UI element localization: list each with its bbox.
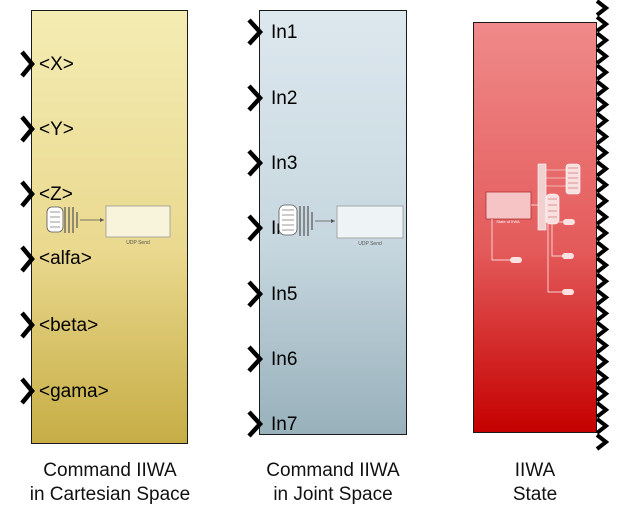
joint-inner-subsystem: UDP Send (278, 204, 404, 247)
input-port-chevron (20, 311, 35, 339)
output-port-chevron (595, 63, 610, 81)
input-port-chevron (20, 180, 35, 208)
output-port-chevron (595, 47, 610, 65)
port-label-gama: <gama> (39, 381, 109, 402)
port-label-in7: In7 (271, 414, 298, 435)
output-port-chevron (595, 95, 610, 114)
joint-input-ports (247, 18, 264, 438)
output-port-chevron (595, 224, 610, 242)
joint-block-caption: Command IIWA in Joint Space (243, 459, 423, 507)
udp-send-label: UDP Send (358, 241, 382, 247)
output-port-chevron (595, 417, 610, 435)
udp-send-block (105, 205, 171, 238)
port-label-y: <Y> (39, 119, 74, 140)
iiwa-state-block[interactable] (473, 22, 597, 433)
input-port-chevron (20, 115, 35, 143)
output-port-chevron (595, 320, 610, 339)
output-port-chevron (595, 15, 610, 33)
output-port-chevron (595, 304, 610, 322)
output-port-chevron (595, 433, 610, 451)
cartesian-block-caption: Command IIWA in Cartesian Space (10, 459, 210, 507)
port-label-in3: In3 (271, 153, 298, 174)
output-port-chevron (595, 288, 610, 306)
output-port-chevron (595, 385, 610, 403)
state-inner-subsystem: State of IIWA (485, 163, 581, 295)
output-port-chevron (595, 353, 610, 371)
port-label-z: <Z> (39, 184, 73, 205)
output-port-chevron (595, 208, 610, 226)
input-port-chevron (247, 280, 264, 308)
output-port-chevron (595, 401, 610, 419)
cartesian-inner-subsystem: UDP Send (46, 205, 171, 246)
state-receive-label: State of IIWA (496, 219, 520, 224)
input-port-chevron (20, 50, 35, 78)
output-port-chevron (595, 144, 610, 162)
udp-send-label: UDP Send (126, 240, 150, 246)
input-port-chevron (20, 377, 35, 405)
demux-glyph (537, 163, 547, 231)
cartesian-input-ports (20, 50, 35, 405)
input-port-chevron (247, 410, 264, 438)
caption-line: in Joint Space (273, 484, 393, 505)
caption-line: Command IIWA (43, 460, 177, 481)
output-port-chevron (595, 128, 610, 146)
output-port-chevron (595, 176, 610, 194)
state-output-ports (595, 0, 610, 451)
output-port-chevron (595, 79, 610, 97)
input-port-chevron (247, 18, 264, 46)
output-port-chevron (595, 240, 610, 258)
input-port-chevron (247, 345, 264, 373)
port-label-x: <X> (39, 54, 74, 75)
mux-glyph (46, 206, 64, 233)
output-port-chevron (595, 192, 610, 210)
port-label-in6: In6 (271, 349, 298, 370)
port-label-in2: In2 (271, 88, 298, 109)
udp-send-block (336, 205, 404, 239)
input-port-chevron (247, 84, 264, 112)
caption-line: Command IIWA (266, 460, 400, 481)
output-port-chevron (595, 336, 610, 355)
output-port-chevron (595, 111, 610, 130)
port-label-alfa: <alfa> (39, 248, 92, 269)
caption-line: IIWA (514, 460, 556, 481)
input-port-chevron (247, 214, 264, 242)
output-port-chevron (595, 256, 610, 274)
port-label-in5: In5 (271, 284, 298, 305)
state-block-caption: IIWA State (495, 459, 575, 507)
port-label-in1: In1 (271, 22, 298, 43)
input-port-chevron (20, 245, 35, 273)
state-receive-block (485, 191, 532, 220)
output-port-chevron (595, 369, 610, 387)
output-port-chevron (595, 272, 610, 290)
output-port-chevron (595, 31, 610, 49)
caption-line: State (512, 484, 558, 505)
input-port-chevron (247, 149, 264, 177)
caption-line: in Cartesian Space (29, 484, 191, 505)
output-port-chevron (595, 160, 610, 178)
output-port-chevron (595, 0, 610, 17)
port-label-beta: <beta> (39, 315, 99, 336)
